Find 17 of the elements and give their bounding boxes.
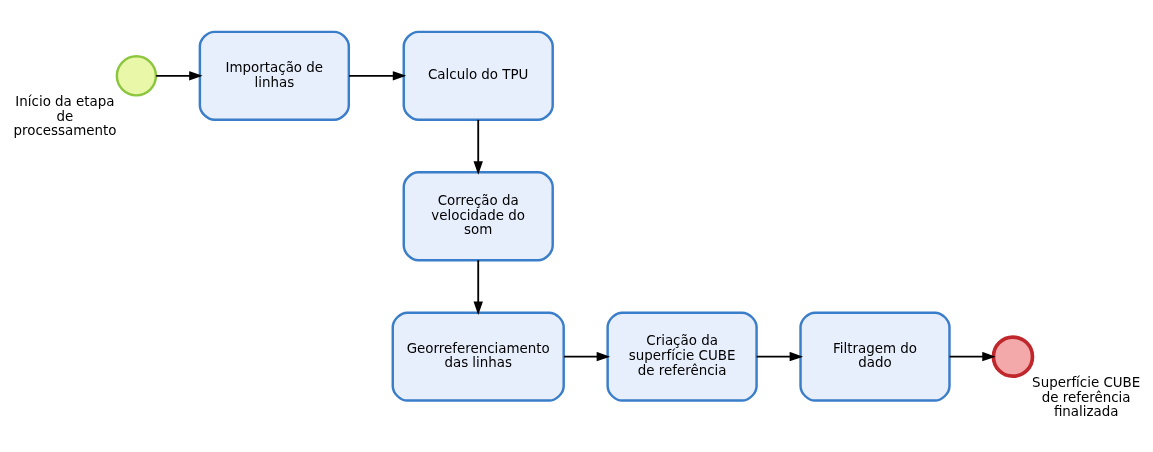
node-box: Importação de linhas [198, 30, 351, 121]
node-box: Filtragem do dado [799, 311, 951, 402]
node-label: Início da etapa de processamento [13, 94, 117, 139]
node-box: Correção da velocidade do som [402, 171, 554, 262]
arrow [755, 351, 804, 362]
arrow [473, 259, 483, 316]
arrow [473, 118, 483, 175]
node-label: Superfície CUBE de referência finalizada [1032, 374, 1141, 420]
node-circle [115, 55, 158, 97]
arrow [155, 71, 203, 81]
arrow [348, 71, 407, 81]
node-box: Criação da superfície CUBE de referência [606, 311, 758, 402]
node-box: Georreferenciamento das linhas [391, 311, 565, 402]
arrow [563, 351, 611, 362]
node-box: Calculo do TPU [402, 30, 554, 121]
node-circle [991, 335, 1035, 378]
arrow [948, 351, 996, 362]
